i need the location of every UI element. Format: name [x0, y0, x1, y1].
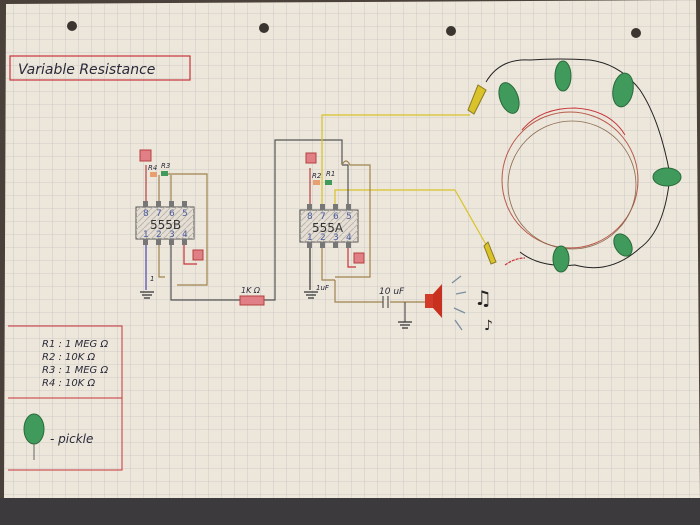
legend-r1: R1 : 1 MEG Ω	[42, 339, 108, 350]
resistor-r3	[161, 171, 168, 176]
legend-box: R1 : 1 MEG Ω R2 : 10K Ω R3 : 1 MEG Ω R4 …	[8, 325, 123, 471]
resistor-r4	[150, 172, 157, 177]
pin-label: 3	[333, 233, 339, 243]
pin-label: 8	[307, 212, 313, 222]
resistor-label: R3	[161, 162, 170, 170]
resistor-1k	[239, 295, 265, 306]
music-note-icon: ♪	[484, 318, 493, 334]
pin-label: 8	[143, 209, 149, 219]
plus-terminal	[139, 149, 152, 162]
pin-label: 2	[156, 230, 162, 240]
pin-label: 6	[169, 209, 175, 219]
title-box: Variable Resistance	[9, 55, 191, 81]
pin-label: 7	[156, 209, 162, 219]
resistor-r1	[325, 180, 332, 185]
speaker-icon	[425, 275, 467, 331]
chip-label: 555A	[312, 221, 344, 235]
legend-r4: R4 : 10K Ω	[42, 378, 95, 389]
legend-r3: R3 : 1 MEG Ω	[42, 365, 108, 376]
punch-holes	[67, 21, 641, 38]
pin-label: 1	[307, 233, 313, 243]
resistor-label: R2	[312, 172, 322, 180]
chip-label: 555B	[150, 218, 181, 232]
music-note-icon: ♫	[474, 286, 492, 310]
resistor-r2	[313, 180, 320, 185]
pin-label: 4	[182, 230, 188, 240]
wires-555a	[304, 114, 493, 329]
pickle-coil	[485, 58, 671, 269]
legend-r2: R2 : 10K Ω	[42, 352, 95, 363]
plus-terminal	[353, 252, 365, 264]
pin-label: 2	[320, 233, 326, 243]
pin-label: 6	[333, 212, 339, 222]
alligator-clips	[467, 84, 497, 265]
chip-555a: 555A 8 7 6 5 1 2 3 4	[299, 204, 359, 248]
resistor-label: R4	[148, 164, 157, 172]
pin-label: 3	[169, 230, 175, 240]
pickle-legend-label: - pickle	[50, 432, 93, 446]
pin-label: 5	[182, 209, 188, 219]
plus-terminal	[192, 249, 204, 261]
pickles	[498, 60, 682, 273]
pin-label: 4	[346, 233, 352, 243]
plus-terminal	[305, 152, 317, 164]
pin-label: 7	[320, 212, 326, 222]
pickle-icon	[23, 413, 45, 445]
capacitor-label: 1uF	[316, 284, 330, 292]
capacitor-label: 1	[150, 275, 154, 283]
wires-555b	[140, 139, 343, 301]
resistor-label: R1	[326, 170, 335, 178]
chip-555b: 555B 8 7 6 5 1 2 3 4	[135, 201, 195, 245]
pin-label: 5	[346, 212, 352, 222]
pin-label: 1	[143, 230, 149, 240]
capacitor-label: 10 uF	[379, 287, 405, 297]
resistor-1k-label: 1K Ω	[241, 286, 261, 295]
title: Variable Resistance	[18, 62, 155, 78]
